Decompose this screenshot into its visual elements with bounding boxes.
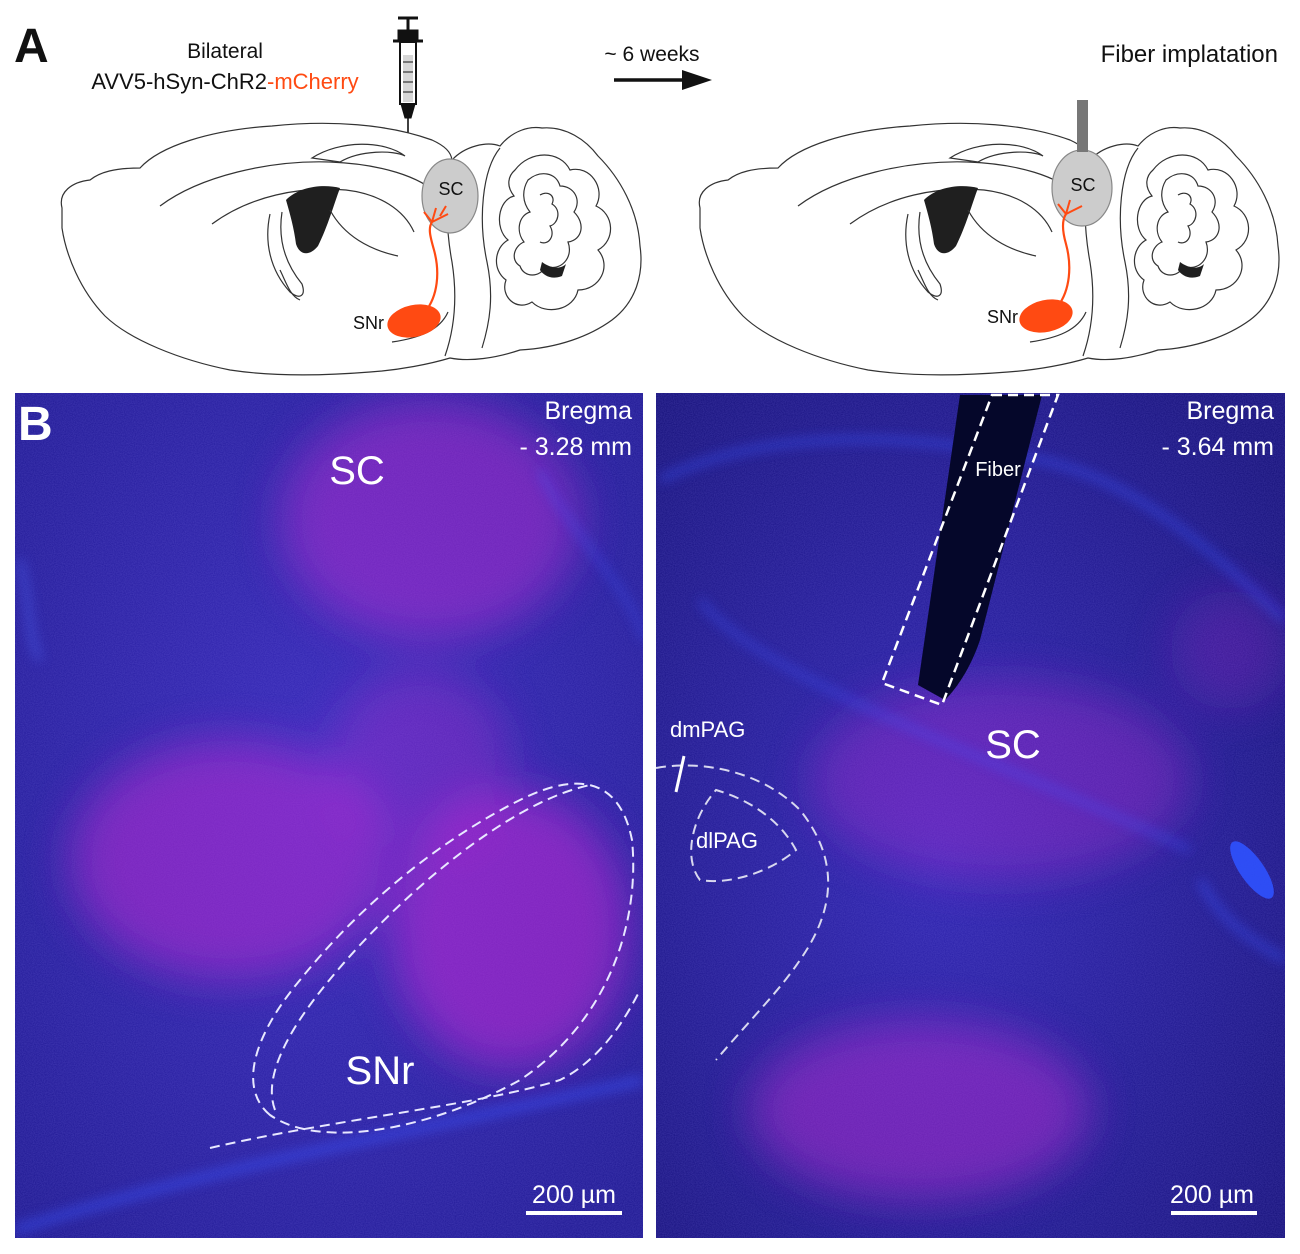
syringe-icon — [393, 16, 423, 312]
panel-a: A Bilateral AVV5-hSyn-ChR2-mCherry ~ 6 w… — [14, 16, 1280, 376]
bregma-title-left: Bregma — [544, 397, 632, 425]
bregma-value-right: - 3.64 mm — [1161, 433, 1274, 461]
sc-label-left-micrograph: SC — [329, 449, 385, 493]
dmpag-label: dmPAG — [670, 717, 745, 742]
sagittal-brain-injection — [60, 122, 642, 376]
arrow-label: ~ 6 weeks — [604, 43, 699, 66]
bregma-title-right: Bregma — [1186, 397, 1274, 425]
scale-bar-label-left: 200 µm — [532, 1181, 616, 1209]
snr-label-right-brain: SNr — [987, 307, 1018, 327]
panel-b-letter: B — [18, 398, 53, 451]
injection-label-line1: Bilateral — [187, 40, 263, 63]
bregma-value-left: - 3.28 mm — [519, 433, 632, 461]
sagittal-brain-fiber — [698, 122, 1280, 376]
scale-bar-label-right: 200 µm — [1170, 1181, 1254, 1209]
fiber-label-micrograph: Fiber — [975, 459, 1021, 481]
dlpag-label: dlPAG — [696, 828, 758, 853]
arrow-right-icon — [614, 70, 712, 90]
panel-b-left-micrograph — [15, 393, 643, 1238]
sc-label-right-micrograph: SC — [985, 723, 1041, 767]
virus-name: AVV5-hSyn-ChR2 — [91, 69, 267, 94]
fiber-implantation-label: Fiber implatation — [1101, 41, 1278, 68]
snr-label-left-brain: SNr — [353, 313, 384, 333]
panel-a-letter: A — [14, 20, 49, 73]
virus-reporter: -mCherry — [267, 69, 359, 94]
optic-fiber-icon — [1077, 100, 1088, 152]
sc-label-left-brain: SC — [438, 179, 463, 199]
snr-label-left-micrograph: SNr — [346, 1049, 415, 1093]
panel-b-right-micrograph — [656, 393, 1285, 1238]
sc-label-right-brain: SC — [1070, 175, 1095, 195]
injection-label-line2: AVV5-hSyn-ChR2-mCherry — [91, 69, 358, 94]
